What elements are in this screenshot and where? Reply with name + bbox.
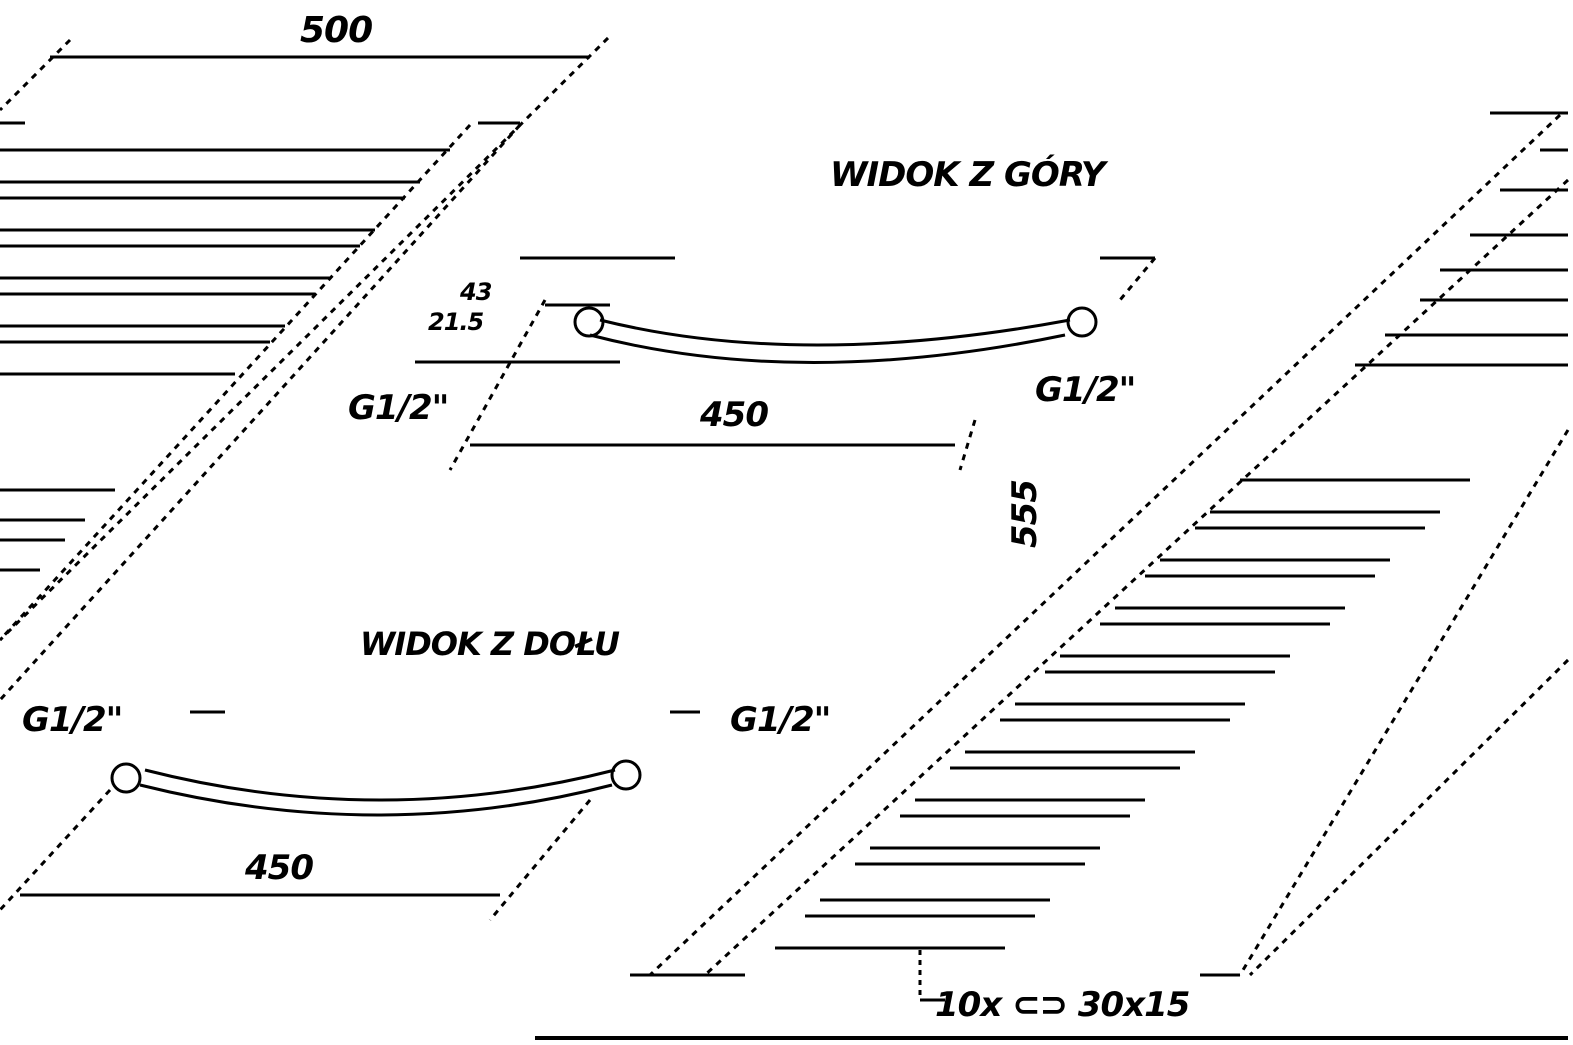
top-spacing-dimension: 450 (700, 395, 769, 435)
top-right-connection-label: G1/2" (1035, 370, 1136, 410)
top-view-title: WIDOK Z GÓRY (830, 155, 1105, 195)
top-half-depth-dimension: 21.5 (428, 308, 484, 336)
bottom-right-connection-label: G1/2" (730, 700, 831, 740)
top-view-tube (589, 333, 1066, 364)
width-dimension: 500 (300, 10, 373, 51)
radiator-edge (1238, 429, 1570, 976)
bottom-view-tube (144, 768, 616, 802)
tube-spec-label: 10x ⊂⊃ 30x15 (935, 985, 1190, 1025)
bottom-left-connection-label: G1/2" (22, 700, 123, 740)
radiator-edge (648, 113, 1562, 977)
bottom-view-tube (139, 783, 613, 817)
radiator-edge (0, 123, 522, 702)
bottom-left-connection-icon (110, 762, 142, 794)
height-dimension: 555 (1005, 480, 1045, 548)
bottom-spacing-dimension: 450 (245, 848, 314, 888)
top-left-connection-label: G1/2" (348, 388, 449, 428)
bottom-right-connection-icon (610, 759, 642, 791)
radiator-edge (0, 123, 472, 642)
top-view-tube (599, 318, 1071, 347)
extension-line (0, 38, 72, 112)
extension-line (448, 299, 547, 471)
top-left-connection-icon (573, 306, 605, 338)
radiator-edge (703, 178, 1570, 977)
extension-line (0, 788, 112, 912)
top-depth-dimension: 43 (460, 278, 492, 306)
bottom-view-title: WIDOK Z DOŁU (360, 625, 620, 663)
extension-line (0, 36, 610, 642)
top-right-connection-icon (1066, 306, 1098, 338)
drawing-line (1118, 257, 1157, 301)
radiator-edge (1248, 658, 1570, 977)
extension-line (488, 799, 592, 921)
extension-line (958, 419, 977, 471)
